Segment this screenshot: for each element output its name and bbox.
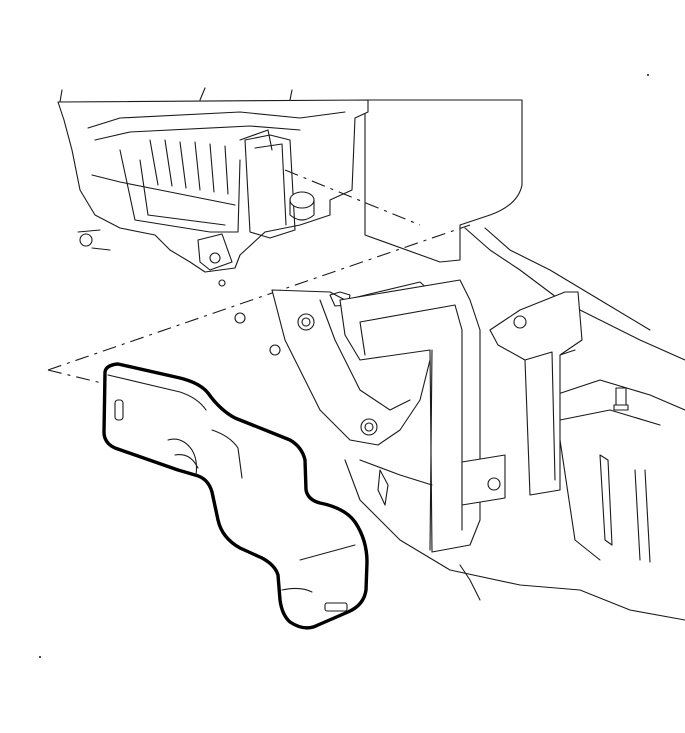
floor-panel: [344, 227, 685, 621]
speck: [647, 74, 649, 76]
hvac-module-housing: [57, 87, 523, 287]
floor-air-duct: [102, 362, 369, 630]
speck: [39, 656, 41, 658]
duct-bracket: [339, 279, 583, 553]
reference-lines: [47, 169, 471, 386]
